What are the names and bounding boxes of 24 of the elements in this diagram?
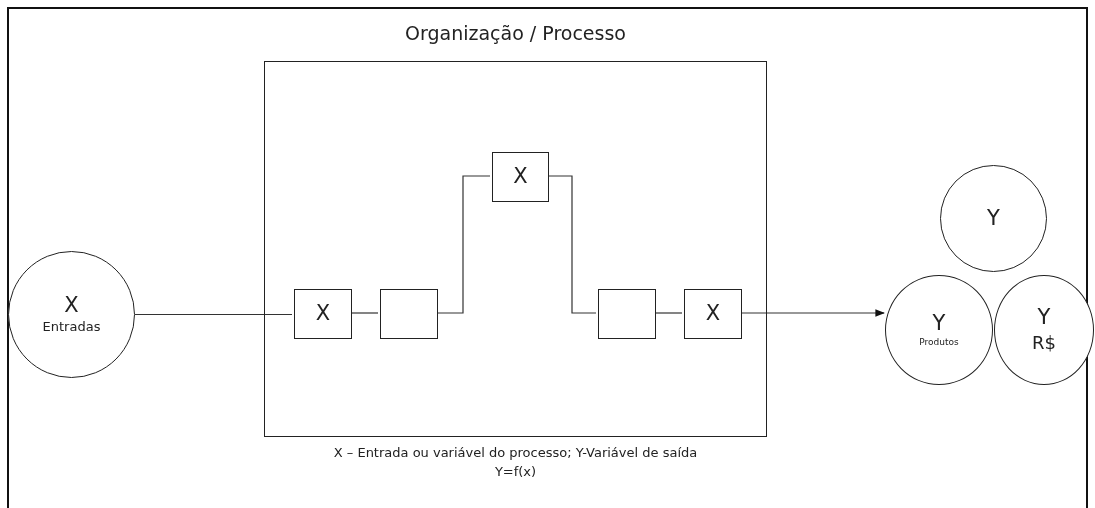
node-sublabel: Entradas (42, 317, 101, 336)
variable-label: X (705, 302, 721, 326)
process-step-box (598, 289, 656, 339)
variable-label: Y (932, 311, 946, 335)
caption-note: Y=f(x) (493, 464, 538, 479)
box-title: Organização / Processo (404, 22, 627, 44)
process-step-box (380, 289, 438, 339)
caption-note: X – Entrada ou variável do processo; Y-Variável de saída (332, 445, 699, 460)
process-step-box (684, 289, 742, 339)
variable-label: X (64, 293, 79, 317)
connector-line (134, 313, 293, 316)
process-step-box (492, 152, 549, 202)
variable-label: Y (1037, 305, 1051, 329)
variable-label: Y (987, 206, 1000, 231)
connector-line (547, 175, 597, 314)
connector-line (654, 312, 683, 314)
connector-line (350, 312, 379, 314)
node-sublabel: Produtos (919, 335, 959, 349)
node-sublabel: R$ (1032, 330, 1056, 355)
connector-line (436, 175, 491, 314)
variable-label: X (513, 165, 528, 189)
process-step-box (294, 289, 352, 339)
variable-label: X (315, 302, 331, 326)
arrow (740, 309, 885, 317)
